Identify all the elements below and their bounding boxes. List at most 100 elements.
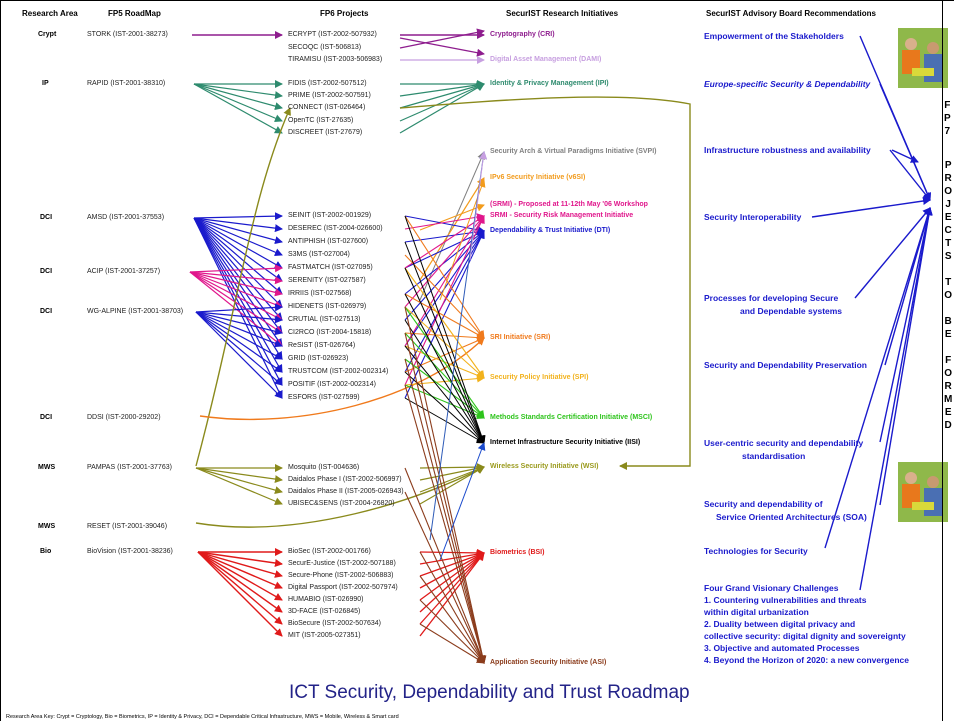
- connection-arrow: [891, 149, 919, 163]
- fp6-project: 3D-FACE (IST-026845): [288, 608, 361, 615]
- vertical-letter: [944, 264, 952, 277]
- initiative-label: Biometrics (BSI): [490, 549, 545, 556]
- connection-arrow: [399, 81, 485, 97]
- connection-arrow: [404, 293, 485, 339]
- vertical-letter: E: [944, 212, 952, 223]
- vertical-letter: F: [945, 355, 952, 366]
- connection-arrow: [404, 467, 486, 664]
- connection-arrow: [889, 149, 931, 201]
- area-label: DCI: [40, 214, 53, 221]
- rec-challenge-2: 2. Duality between digital privacy and: [704, 619, 856, 629]
- fp6-project: SERENITY (IST-027587): [288, 277, 366, 284]
- connection-arrow: [195, 303, 283, 313]
- fp6-project: CRUTIAL (IST-027513): [288, 316, 361, 323]
- connection-arrow: [193, 212, 283, 221]
- fp6-project: ECRYPT (IST-2002-507932): [288, 31, 377, 38]
- fp6-project: BioSec (IST-2002-001766): [288, 548, 371, 555]
- rec-soa: Security and dependability of: [704, 499, 823, 509]
- vertical-letter: J: [945, 199, 951, 210]
- connection-arrow: [193, 83, 283, 111]
- area-label: MWS: [38, 523, 56, 530]
- fp5-project: RESET (IST-2001-39046): [87, 523, 168, 530]
- fp6-project: FIDIS (IST-2002-507512): [288, 80, 367, 87]
- connection-arrow: [193, 217, 283, 334]
- vertical-letter: E: [944, 329, 952, 340]
- connection-arrow: [193, 217, 283, 245]
- area-label: DCI: [40, 308, 53, 315]
- initiative-label: Dependability & Trust Initiative (DTI): [490, 227, 611, 234]
- connection-arrow: [195, 311, 283, 360]
- vertical-letter: T: [945, 238, 952, 249]
- fp6-project: ANTIPHISH (IST-027600): [288, 238, 369, 245]
- connection-arrow: [404, 215, 485, 269]
- fp5-project: WG-ALPINE (IST-2001-38703): [87, 308, 184, 315]
- connection-arrow: [404, 215, 486, 444]
- connection-arrow: [404, 215, 485, 308]
- connection-arrow: [404, 371, 485, 444]
- connection-arrow: [193, 217, 283, 373]
- connection-arrow: [429, 151, 487, 541]
- connection-arrow: [195, 311, 283, 348]
- connection-arrow: [404, 215, 485, 339]
- fp6-project: DESEREC (IST-2004-026600): [288, 225, 383, 232]
- connection-arrow: [419, 552, 485, 613]
- rec-processes-2: and Dependable systems: [740, 306, 843, 316]
- connection-arrow: [879, 83, 931, 201]
- vertical-letter: S: [944, 251, 952, 262]
- rec-user-centric: User-centric security and dependability: [704, 438, 864, 448]
- vertical-letter: O: [944, 290, 953, 301]
- connection-arrow: [419, 552, 485, 589]
- area-label: DCI: [40, 414, 53, 421]
- fp6-project: Secure-Phone (IST-2002-506883): [288, 572, 394, 579]
- connection-arrow: [404, 267, 485, 379]
- connection-arrow: [193, 217, 283, 321]
- vertical-letter: B: [944, 316, 952, 327]
- initiative-label: (SRMI) - Proposed at 11-12th May '06 Wor…: [490, 201, 648, 208]
- rec-interoperability: Security Interoperability: [704, 212, 802, 222]
- fp6-project: SEINIT (IST-2002-001929): [288, 212, 372, 219]
- fp6-project: CONNECT (IST-026464): [288, 104, 366, 111]
- connection-arrow: [404, 267, 485, 444]
- connection-arrow: [404, 228, 485, 243]
- rec-europe: Europe-specific Security & Dependability: [704, 79, 871, 89]
- connection-arrow: [193, 217, 283, 347]
- initiative-label: Application Security Initiative (ASI): [490, 659, 607, 666]
- fp6-project: TRUSTCOM (IST-2002-002314): [288, 368, 389, 375]
- connection-arrow: [195, 311, 283, 373]
- connection-arrow: [195, 467, 283, 483]
- connection-arrow: [419, 466, 485, 505]
- connection-arrow: [193, 217, 283, 386]
- connection-arrow: [439, 442, 486, 561]
- connection-arrow: [404, 345, 485, 444]
- fp5-project: DDSI (IST-2000-29202): [87, 414, 161, 421]
- connection-arrow: [419, 623, 485, 664]
- rec-challenge-1: 1. Countering vulnerabilities and threat…: [704, 595, 867, 605]
- fp6-project: OpenTC (IST-27635): [288, 117, 354, 124]
- vertical-letter: R: [944, 173, 952, 184]
- initiative-label: Wireless Security Initiative (WSI): [490, 463, 599, 470]
- left-border: [0, 0, 1, 721]
- rec-user-centric-2: standardisation: [742, 451, 806, 461]
- connection-arrow: [404, 384, 486, 664]
- rec-challenge-2b: collective security: digital dignity and…: [704, 631, 906, 641]
- fp6-project: Daidalos Phase I (IST-2002-506997): [288, 476, 402, 483]
- connection-arrow: [824, 207, 932, 549]
- initiative-label: Methods Standards Certification Initiati…: [490, 414, 653, 421]
- connection-arrow: [195, 107, 291, 467]
- connection-arrow: [419, 151, 485, 301]
- connection-arrow: [854, 207, 931, 299]
- connection-arrow: [195, 467, 283, 505]
- header-research-area: Research Area: [22, 9, 78, 18]
- connection-arrow: [197, 551, 283, 567]
- vertical-letter: P: [944, 160, 952, 171]
- connection-arrow: [404, 332, 487, 664]
- fp6-project: IRRIIS (IST-027568): [288, 290, 352, 297]
- diagram-title: ICT Security, Dependability and Trust Ro…: [289, 682, 690, 703]
- connection-arrow: [859, 207, 933, 591]
- connection-arrow: [404, 230, 485, 295]
- connection-arrow: [404, 319, 485, 444]
- area-label: Bio: [40, 548, 52, 555]
- connection-arrow: [404, 215, 485, 347]
